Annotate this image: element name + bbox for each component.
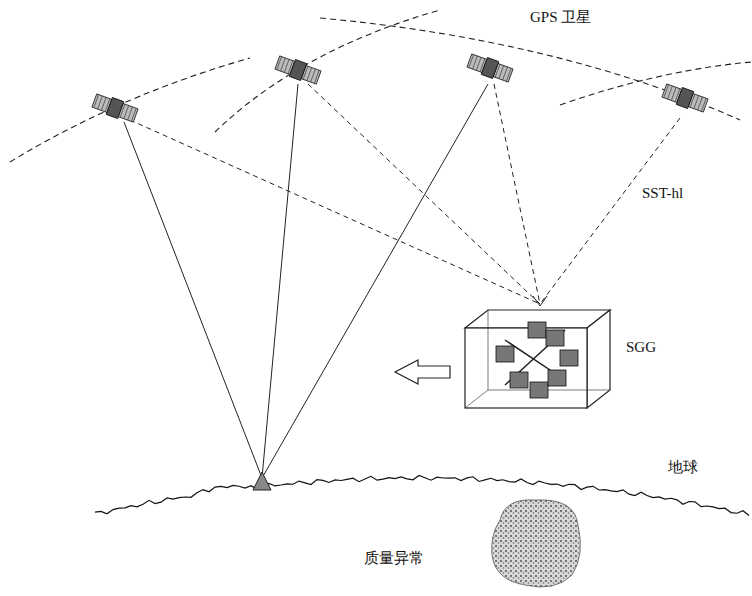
label: 质量异常 xyxy=(362,549,426,567)
label: SGG xyxy=(624,338,658,356)
label: SST-hl xyxy=(640,184,685,202)
mass-anomaly xyxy=(492,500,581,587)
gps-satellite xyxy=(466,52,514,84)
gps-satellite xyxy=(91,92,139,124)
sst-link xyxy=(130,84,680,304)
gps-satellite xyxy=(274,54,322,86)
orbit xyxy=(10,10,752,162)
label: 地球 xyxy=(666,458,700,476)
earth-surface xyxy=(95,475,749,515)
gps-satellites xyxy=(91,52,709,124)
hollow-arrow xyxy=(395,360,450,384)
gps-satellite xyxy=(661,82,709,114)
ground-link xyxy=(124,84,488,478)
label: GPS 卫星 xyxy=(528,8,593,26)
arrow-head xyxy=(533,296,547,306)
sgg-satellite xyxy=(465,310,610,408)
ground-station xyxy=(253,472,271,490)
